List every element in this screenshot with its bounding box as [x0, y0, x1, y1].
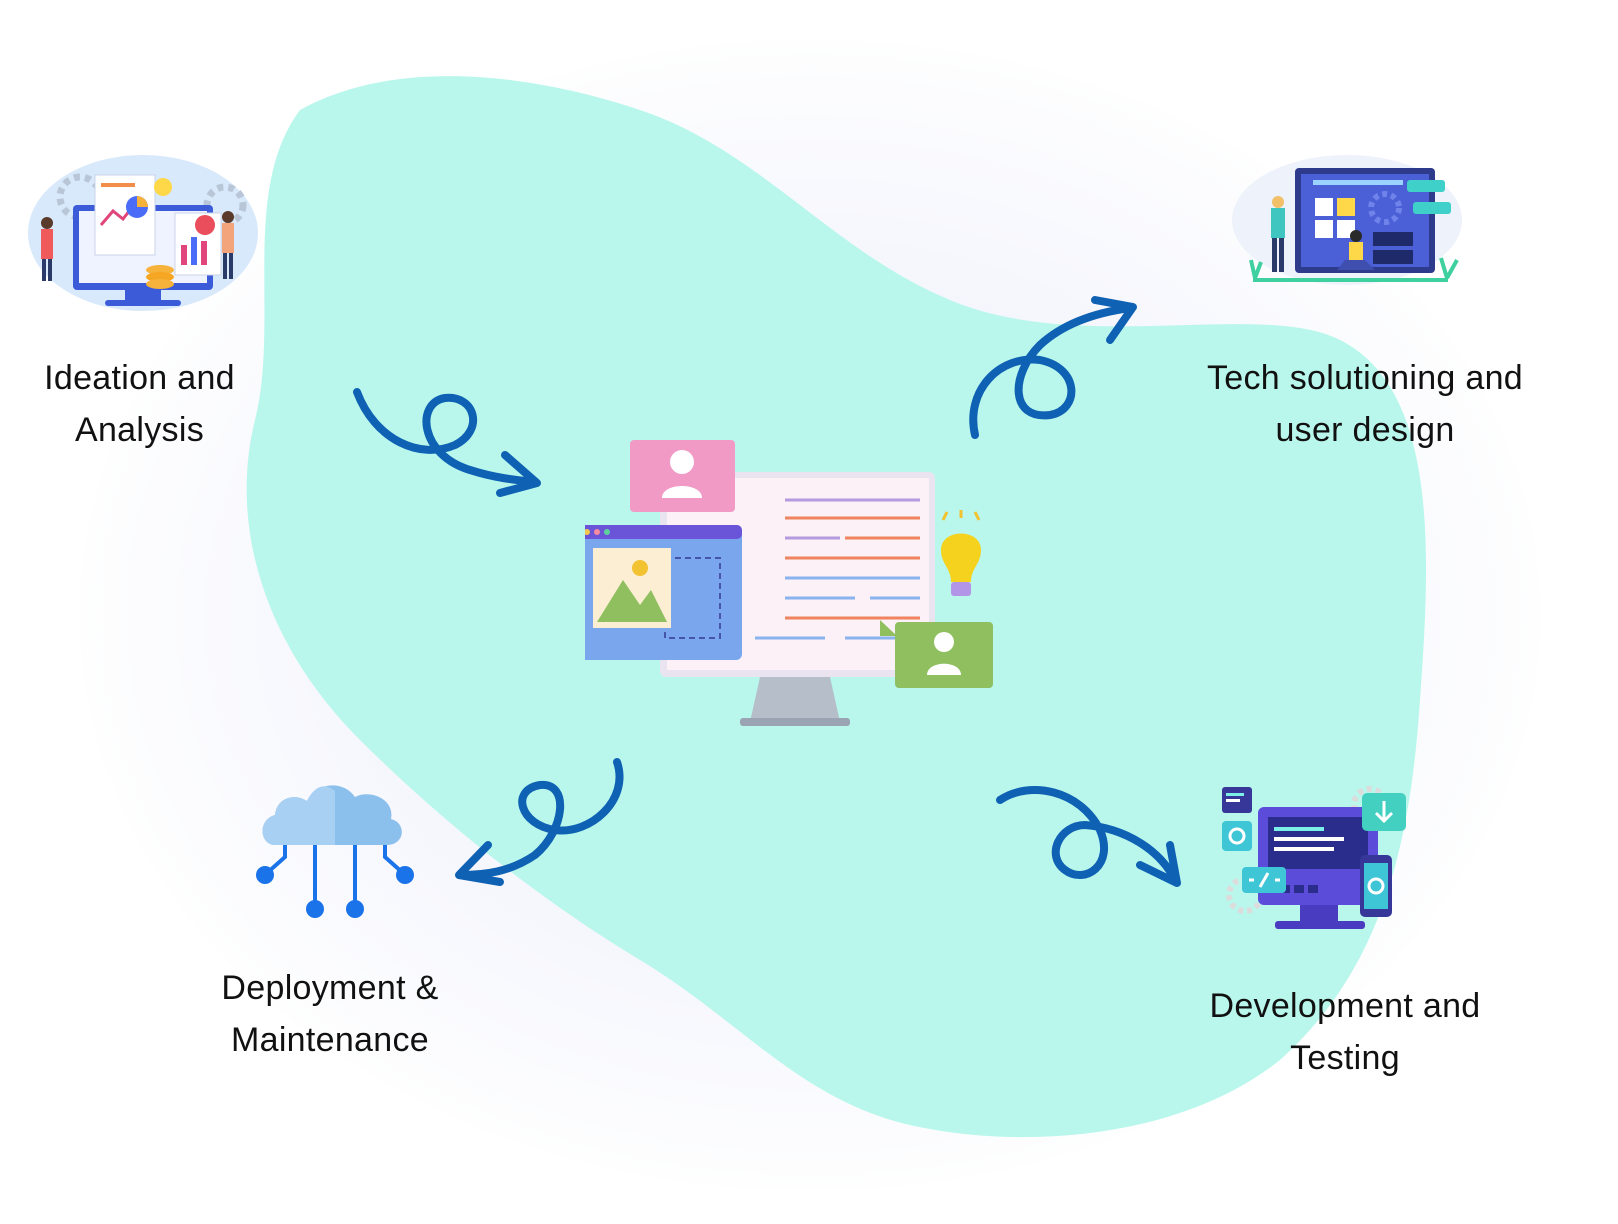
stage-development-label: Development and Testing — [1185, 980, 1505, 1084]
ui-design-board-icon — [1232, 155, 1462, 285]
stage-development-line2: Testing — [1290, 1039, 1400, 1077]
web-design-monitor-icon — [585, 440, 993, 726]
arrow-center-to-tech — [969, 296, 1137, 439]
stage-ideation-line2: Analysis — [74, 411, 204, 449]
code-testing-icon — [1222, 786, 1406, 929]
arrow-center-to-deployment — [455, 758, 624, 886]
analytics-dashboard-icon — [28, 155, 258, 311]
arrow-center-to-development — [996, 786, 1181, 887]
stage-ideation-line1: Ideation and — [44, 359, 235, 397]
cloud-network-icon — [256, 785, 414, 918]
stage-tech-line2: user design — [1275, 411, 1455, 449]
stage-tech-line1: Tech solutioning and — [1206, 359, 1523, 397]
stage-deployment-label: Deployment & Maintenance — [200, 962, 460, 1066]
stage-tech-label: Tech solutioning and user design — [1180, 352, 1550, 456]
stage-deployment-line2: Maintenance — [231, 1021, 429, 1059]
stage-deployment-line1: Deployment & — [221, 969, 439, 1007]
stage-ideation-label: Ideation and Analysis — [22, 352, 257, 456]
stage-development-line1: Development and — [1209, 987, 1481, 1025]
arrow-ideation-to-center — [353, 388, 541, 497]
